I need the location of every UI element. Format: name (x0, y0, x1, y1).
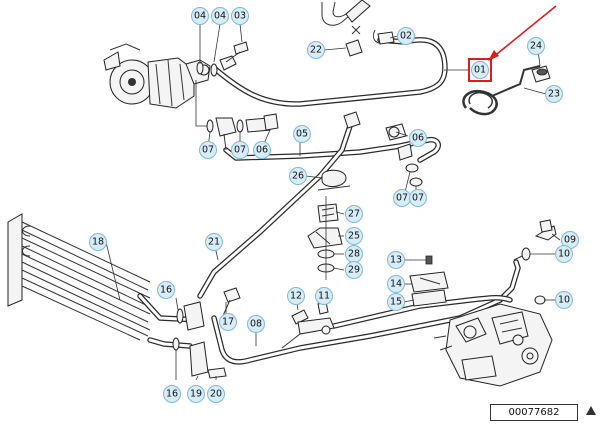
callout-27[interactable]: 27 (345, 205, 363, 223)
svg-text:23: 23 (548, 89, 560, 100)
callout-03[interactable]: 03 (231, 7, 249, 25)
callout-04[interactable]: 04 (191, 7, 209, 25)
callout-18[interactable]: 18 (89, 233, 107, 251)
cap-24 (531, 65, 551, 83)
callout-26[interactable]: 26 (289, 167, 307, 185)
pressure-line-lower (331, 294, 513, 329)
svg-text:09: 09 (564, 235, 576, 246)
svg-text:07: 07 (202, 145, 214, 156)
svg-text:06: 06 (412, 133, 424, 144)
bracket-parts (281, 301, 335, 349)
pointer-arrow (491, 5, 557, 59)
svg-text:16: 16 (166, 389, 178, 400)
callout-10[interactable]: 10 (555, 291, 573, 309)
svg-text:10: 10 (558, 295, 570, 306)
steering-gearbox (433, 303, 553, 387)
callout-20[interactable]: 20 (207, 385, 225, 403)
highlight-box (468, 58, 492, 82)
reservoir-hose (321, 0, 387, 44)
callout-23[interactable]: 23 (545, 85, 563, 103)
rubber-pads (409, 255, 449, 307)
callout-06[interactable]: 06 (253, 141, 271, 159)
svg-text:13: 13 (390, 255, 402, 266)
svg-text:26: 26 (292, 171, 304, 182)
triangle-icon (586, 406, 596, 415)
svg-text:22: 22 (310, 45, 322, 56)
clip-23 (462, 65, 541, 116)
svg-text:19: 19 (190, 389, 202, 400)
callout-16[interactable]: 16 (163, 385, 181, 403)
drawing-number: 00077682 (490, 404, 578, 421)
callout-22[interactable]: 22 (307, 41, 325, 59)
svg-text:04: 04 (214, 11, 226, 22)
svg-text:10: 10 (558, 249, 570, 260)
callout-12[interactable]: 12 (287, 287, 305, 305)
cooler-fittings (172, 287, 241, 379)
callout-16[interactable]: 16 (157, 281, 175, 299)
callout-06[interactable]: 06 (409, 129, 427, 147)
bolt-washers-right (513, 219, 557, 305)
svg-text:20: 20 (210, 389, 222, 400)
callout-29[interactable]: 29 (345, 261, 363, 279)
pressure-line-21 (197, 111, 361, 299)
svg-text:14: 14 (390, 279, 402, 290)
callout-04[interactable]: 04 (211, 7, 229, 25)
callout-02[interactable]: 02 (397, 27, 415, 45)
oil-cooler (7, 213, 203, 349)
steering-pump (103, 43, 211, 109)
callout-07[interactable]: 07 (393, 189, 411, 207)
svg-text:01: 01 (474, 65, 486, 76)
svg-text:27: 27 (348, 209, 360, 220)
svg-text:03: 03 (234, 11, 246, 22)
callout-07[interactable]: 07 (409, 189, 427, 207)
svg-text:08: 08 (250, 319, 262, 330)
fittings-22-02 (345, 31, 395, 57)
svg-text:17: 17 (222, 317, 234, 328)
callout-07[interactable]: 07 (231, 141, 249, 159)
callout-19[interactable]: 19 (187, 385, 205, 403)
svg-text:21: 21 (208, 237, 220, 248)
callout-13[interactable]: 13 (387, 251, 405, 269)
svg-text:07: 07 (412, 193, 424, 204)
callout-01[interactable]: 01 (471, 61, 489, 79)
svg-text:05: 05 (296, 129, 308, 140)
svg-text:18: 18 (92, 237, 104, 248)
callout-07[interactable]: 07 (199, 141, 217, 159)
svg-text:28: 28 (348, 249, 360, 260)
callout-17[interactable]: 17 (219, 313, 237, 331)
callout-14[interactable]: 14 (387, 275, 405, 293)
svg-text:24: 24 (530, 41, 542, 52)
svg-text:07: 07 (396, 193, 408, 204)
callouts: 04 04 03 22 02 01 24 23 05 07 07 06 06 2… (89, 7, 579, 403)
svg-text:07: 07 (234, 145, 246, 156)
svg-text:15: 15 (390, 297, 402, 308)
svg-text:29: 29 (348, 265, 360, 276)
callout-24[interactable]: 24 (527, 37, 545, 55)
svg-text:16: 16 (160, 285, 172, 296)
callout-05[interactable]: 05 (293, 125, 311, 143)
callout-28[interactable]: 28 (345, 245, 363, 263)
mount-parts (307, 196, 343, 280)
svg-text:11: 11 (318, 291, 330, 302)
callout-10[interactable]: 10 (555, 245, 573, 263)
callout-25[interactable]: 25 (345, 227, 363, 245)
svg-text:02: 02 (400, 31, 412, 42)
svg-text:04: 04 (194, 11, 206, 22)
callout-11[interactable]: 11 (315, 287, 333, 305)
callout-15[interactable]: 15 (387, 293, 405, 311)
svg-text:25: 25 (348, 231, 360, 242)
pressure-hose-upper (211, 37, 448, 107)
clamp-26 (317, 169, 351, 191)
svg-text:12: 12 (290, 291, 302, 302)
svg-text:06: 06 (256, 145, 268, 156)
callout-21[interactable]: 21 (205, 233, 223, 251)
callout-08[interactable]: 08 (247, 315, 265, 333)
highlight-marker (468, 5, 557, 82)
